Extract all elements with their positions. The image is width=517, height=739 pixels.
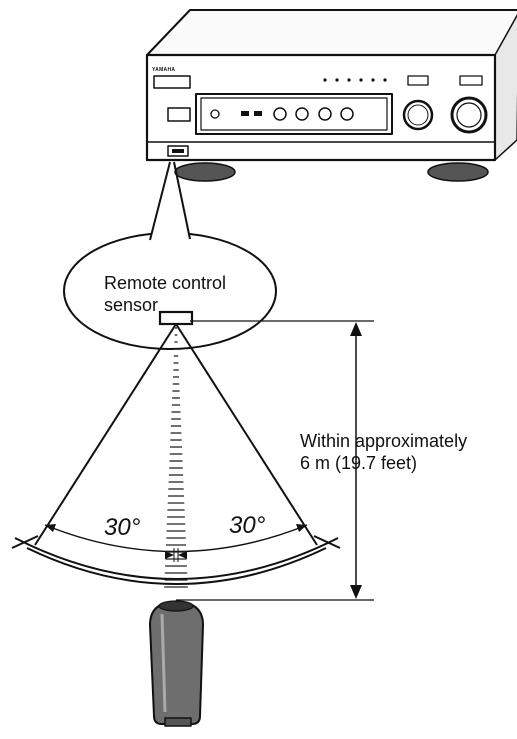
display-window-inner xyxy=(200,97,388,131)
remote-highlight xyxy=(160,613,167,713)
display-knob-small xyxy=(210,109,220,119)
indicator-dots xyxy=(323,78,387,82)
receiver-foot-left xyxy=(174,162,236,182)
display-knob-2 xyxy=(295,107,309,121)
angle-label-left: 30° xyxy=(104,514,141,541)
display-knob-1 xyxy=(273,107,287,121)
distance-label-line1: Within approximately xyxy=(300,431,467,451)
remote-ir-emitter xyxy=(158,600,194,612)
center-arrow-left xyxy=(165,551,174,559)
input-selector-knob-inner xyxy=(407,104,429,126)
display-knob-4 xyxy=(340,107,354,121)
av-receiver: YAMAHA xyxy=(145,9,517,182)
volume-knob-inner xyxy=(456,102,482,128)
sensor-callout: Remote control sensor xyxy=(63,161,277,350)
dimension-arrow-bottom xyxy=(350,585,362,599)
phones-jack-button xyxy=(167,107,191,122)
coverage-fan xyxy=(11,323,341,585)
display-knob-3 xyxy=(318,107,332,121)
display-button-a xyxy=(241,111,249,116)
angle-arrow-right xyxy=(296,524,307,532)
input-button-top xyxy=(407,75,429,86)
receiver-brand-label: YAMAHA xyxy=(152,67,175,73)
power-button xyxy=(153,75,191,89)
receiver-foot-right xyxy=(427,162,489,182)
center-arrow-right xyxy=(178,551,187,559)
remote-sensor-box xyxy=(158,310,194,326)
range-arc xyxy=(14,537,339,580)
callout-text-line2: sensor xyxy=(104,295,158,315)
range-arc-inner xyxy=(26,547,327,585)
display-button-b xyxy=(254,111,262,116)
level-button-top xyxy=(459,75,483,86)
receiver-top xyxy=(146,9,517,56)
remote-body xyxy=(149,601,204,725)
dimension-arrow-top xyxy=(350,322,362,336)
angle-label-right: 30° xyxy=(229,512,266,539)
arc-end-tick-left xyxy=(11,535,39,549)
callout-text-line1: Remote control xyxy=(104,273,226,293)
distance-label-line2: 6 m (19.7 feet) xyxy=(300,453,417,473)
ir-beam-dashes xyxy=(164,327,188,588)
angle-arrow-left xyxy=(45,524,56,532)
distance-dimension xyxy=(176,320,374,601)
remote-tail xyxy=(164,717,192,727)
remote-control xyxy=(149,600,204,727)
fan-right-edge xyxy=(175,323,318,546)
fan-left-edge xyxy=(34,323,177,546)
callout-pointer xyxy=(151,162,190,239)
display-window xyxy=(195,93,393,135)
arc-end-tick-right xyxy=(313,535,341,549)
